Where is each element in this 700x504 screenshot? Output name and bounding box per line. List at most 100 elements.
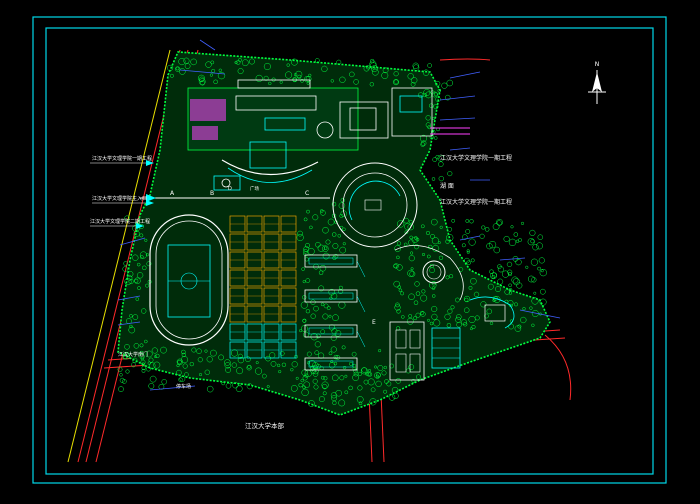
tree-mark [455, 297, 460, 303]
marker-b: B [210, 190, 214, 197]
tree-mark [437, 154, 445, 162]
tree-mark [196, 348, 202, 354]
tree-mark [491, 275, 496, 279]
tree-mark [330, 360, 334, 363]
garden-path-1 [394, 245, 464, 301]
tree-mark [245, 356, 251, 363]
tree-mark [536, 242, 543, 250]
tree-mark [290, 58, 298, 66]
tree-mark [425, 230, 431, 236]
tree-mark [446, 323, 452, 328]
central-axis: A B C D E 广场 [140, 185, 376, 326]
sports-courts [229, 215, 297, 359]
tree-mark [302, 318, 307, 323]
tree-mark [118, 386, 124, 392]
tree-mark [488, 240, 497, 249]
tree-mark [231, 362, 237, 368]
tree-mark [137, 286, 141, 290]
tree-mark [312, 214, 319, 221]
tree-mark [295, 70, 303, 78]
plaza-inner-ring [342, 172, 408, 238]
tree-mark [335, 355, 341, 360]
tree-mark [149, 375, 157, 383]
small-pavilion [213, 175, 241, 191]
tree-mark [370, 65, 378, 73]
running-track [149, 214, 229, 346]
tree-mark [191, 347, 197, 353]
tree-mark [426, 254, 431, 259]
track-outer [149, 214, 229, 346]
tree-mark [479, 233, 485, 239]
tree-mark [303, 246, 310, 252]
tree-mark [408, 293, 415, 301]
tree-mark [451, 218, 456, 223]
tree-mark [493, 246, 501, 254]
tree-mark [302, 375, 308, 381]
tree-mark [353, 368, 358, 374]
tree-mark [487, 283, 494, 290]
tree-mark [205, 61, 212, 68]
tree-mark [333, 361, 338, 366]
tree-mark [357, 385, 363, 391]
tree-mark [321, 65, 328, 73]
tree-mark [434, 80, 441, 87]
tree-mark [342, 365, 347, 370]
tree-mark [323, 376, 328, 381]
tree-mark [127, 271, 134, 277]
tree-mark [381, 72, 389, 79]
tree-mark [241, 59, 249, 67]
tree-mark [169, 73, 174, 78]
tree-mark [529, 229, 536, 236]
tree-mark [378, 349, 382, 353]
tree-mark [119, 377, 125, 383]
tree-mark [235, 385, 243, 393]
tree-mark [513, 232, 519, 237]
tree-mark [317, 244, 325, 252]
tree-mark [539, 268, 547, 277]
tree-mark [408, 364, 415, 370]
arrow-icon-1 [146, 160, 154, 166]
tree-mark [413, 316, 418, 321]
tree-mark [132, 357, 138, 363]
tree-mark [357, 371, 362, 376]
tree-mark [393, 79, 399, 85]
tree-mark [122, 266, 128, 272]
tree-mark [318, 285, 325, 292]
tree-mark [144, 339, 148, 344]
tree-mark [332, 243, 339, 249]
tree-mark [306, 361, 311, 365]
leader-line [519, 309, 561, 319]
tree-mark [393, 263, 399, 269]
tree-mark [420, 311, 426, 317]
tree-mark [413, 300, 419, 305]
leader-line [149, 385, 196, 391]
tree-mark [471, 324, 476, 330]
tree-mark [141, 368, 146, 373]
tree-mark [409, 235, 413, 240]
tree-mark [128, 326, 136, 334]
tree-mark [470, 277, 477, 285]
tree-mark [322, 252, 330, 260]
tree-mark [182, 363, 188, 369]
tree-mark [297, 230, 303, 237]
tree-mark [296, 233, 304, 242]
tree-mark [420, 224, 425, 229]
tree-mark [270, 360, 277, 367]
tree-mark [383, 389, 388, 394]
tree-mark [445, 239, 450, 244]
north-arrow-icon: N [588, 61, 606, 104]
tree-mark [135, 297, 140, 301]
tree-mark [398, 288, 403, 293]
marker-e: E [372, 319, 376, 326]
tree-mark [330, 392, 337, 399]
southeast-buildings [389, 321, 461, 381]
tree-mark [414, 281, 420, 287]
tree-mark [332, 400, 337, 405]
tree-mark [122, 352, 130, 360]
tree-mark [465, 219, 470, 223]
tree-mark [532, 244, 539, 251]
tree-mark [236, 367, 244, 375]
tree-mark [404, 223, 411, 230]
building-court-b [349, 107, 377, 131]
